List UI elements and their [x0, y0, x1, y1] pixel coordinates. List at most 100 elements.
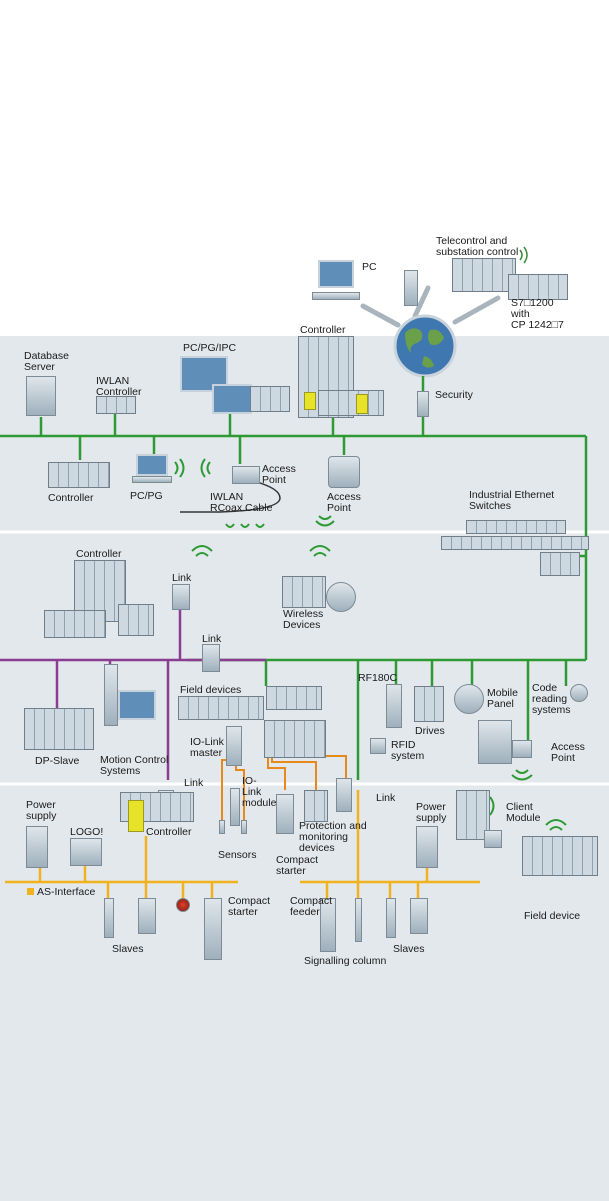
label-pc: PC — [362, 261, 377, 273]
field-devices-icon-2 — [266, 686, 322, 710]
pc-pg-laptop-icon — [136, 454, 168, 476]
ipc-device-icon — [250, 386, 290, 412]
label-access-point-3: Access Point — [551, 741, 585, 764]
label-controller-ie: Controller — [48, 492, 94, 504]
controller-ie-device-icon — [48, 462, 110, 488]
as-interface-legend-icon — [27, 888, 34, 895]
signal-lamp-icon — [176, 898, 190, 912]
controller-top-expansion-icon — [318, 390, 384, 416]
security-module-icon — [417, 391, 429, 417]
controller-mid-expansion-icon — [44, 610, 106, 638]
link-1-device-icon — [172, 584, 190, 610]
label-controller-mid: Controller — [76, 548, 122, 560]
sensor-icon-1 — [219, 820, 225, 834]
power-supply-2-icon — [416, 826, 438, 868]
label-dp-slave: DP-Slave — [35, 755, 80, 767]
wireless-panel-icon — [326, 582, 356, 612]
slave-4-icon — [410, 898, 428, 934]
field-devices-icon-3 — [264, 720, 326, 758]
motion-control-panel-icon — [118, 690, 156, 720]
telecontrol-device-icon — [452, 258, 516, 292]
signalling-column-icon — [355, 898, 362, 942]
label-motion-control: Motion Control Systems — [100, 754, 169, 777]
access-point-3-icon — [478, 720, 512, 764]
label-as-interface: AS-Interface — [37, 886, 96, 898]
access-point-3-box-icon — [512, 740, 532, 758]
power-supply-1-icon — [26, 826, 48, 868]
label-drives: Drives — [415, 725, 445, 737]
label-access-point-1: Access Point — [262, 463, 296, 486]
label-compact-starter-1: Compact starter — [276, 854, 319, 877]
controller-top-yellow-module-2 — [356, 394, 368, 414]
pc-keyboard-icon — [312, 292, 360, 300]
access-point-1-icon — [232, 466, 260, 484]
label-slaves-2: Slaves — [393, 943, 425, 955]
slave-2-icon — [138, 898, 156, 934]
as-interface-lines — [5, 790, 480, 898]
label-iwlan-controller: IWLAN Controller — [96, 375, 142, 398]
label-power-supply-1: Power supply — [26, 799, 57, 822]
wan-arrows — [360, 285, 501, 328]
label-security: Security — [435, 389, 473, 401]
ie-switch-small-icon — [540, 552, 580, 576]
label-sensors: Sensors — [218, 849, 257, 861]
label-database-server: Database Server — [24, 350, 69, 373]
internet-globe-icon — [393, 314, 457, 378]
controller-mid-expansion-icon-2 — [118, 604, 154, 636]
slave-1-icon — [104, 898, 114, 938]
ie-switches-device-icon — [441, 536, 589, 550]
s7-1200-device-icon — [508, 274, 568, 300]
iwlan-controller-device-icon — [96, 396, 136, 414]
rfid-reader-icon — [370, 738, 386, 754]
label-wireless-devices: Wireless Devices — [283, 608, 324, 631]
label-link-1: Link — [172, 572, 192, 584]
wireless-devices-icon — [282, 576, 326, 608]
label-io-link-master: IO-Link master — [190, 736, 224, 759]
database-server-icon — [26, 376, 56, 416]
label-iwlan-rcoax: IWLAN RCoax Cable — [210, 491, 273, 514]
label-signalling-column: Signalling column — [304, 955, 387, 967]
ie-switches-device-icon-2 — [466, 520, 566, 534]
rf180c-device-icon — [386, 684, 402, 728]
router-device-icon — [404, 270, 418, 306]
label-logo: LOGO! — [70, 826, 104, 838]
field-devices-icon — [178, 696, 264, 720]
label-io-link-module: IO- Link module — [242, 775, 277, 809]
label-controller-top: Controller — [300, 324, 346, 336]
motion-control-device-icon — [104, 664, 118, 726]
label-link-3: Link — [376, 792, 396, 804]
dp-slave-device-icon — [24, 708, 94, 750]
label-protection: Protection and monitoring devices — [299, 820, 367, 854]
label-power-supply-2: Power supply — [416, 801, 447, 824]
label-rf180c: RF180C — [358, 672, 398, 684]
drives-device-icon — [414, 686, 444, 722]
mobile-panel-icon — [454, 684, 484, 714]
label-slaves-1: Slaves — [112, 943, 144, 955]
io-link-master-icon — [226, 726, 242, 766]
label-access-point-2: Access Point — [327, 491, 361, 514]
label-field-device: Field device — [524, 910, 581, 922]
controller-as-yellow-module — [128, 800, 144, 832]
label-pc-pg: PC/PG — [130, 490, 163, 502]
access-point-2-icon — [328, 456, 360, 488]
pg-monitor-icon — [212, 384, 252, 414]
compact-starter-2-icon — [204, 898, 222, 960]
label-mobile-panel: Mobile Panel — [487, 687, 518, 710]
link-2-device-icon — [202, 644, 220, 672]
controller-top-yellow-module — [304, 392, 316, 410]
compact-feeder-icon — [320, 898, 336, 952]
label-client-module: Client Module — [506, 801, 541, 824]
label-telecontrol: Telecontrol and substation control — [436, 235, 519, 258]
field-device-icon — [522, 836, 598, 876]
link-3-device-icon — [336, 778, 352, 812]
label-s7-1200: S7□1200 with CP 1242□7 — [511, 297, 564, 331]
label-rfid-system: RFID system — [391, 739, 425, 762]
code-reader-icon — [570, 684, 588, 702]
label-compact-feeder: Compact feeder — [290, 895, 333, 918]
wireless-wave-icons — [174, 458, 567, 831]
label-code-reading: Code reading systems — [532, 682, 571, 716]
slave-3-icon — [386, 898, 396, 938]
label-field-devices: Field devices — [180, 684, 242, 696]
label-link-4: Link — [184, 777, 204, 789]
